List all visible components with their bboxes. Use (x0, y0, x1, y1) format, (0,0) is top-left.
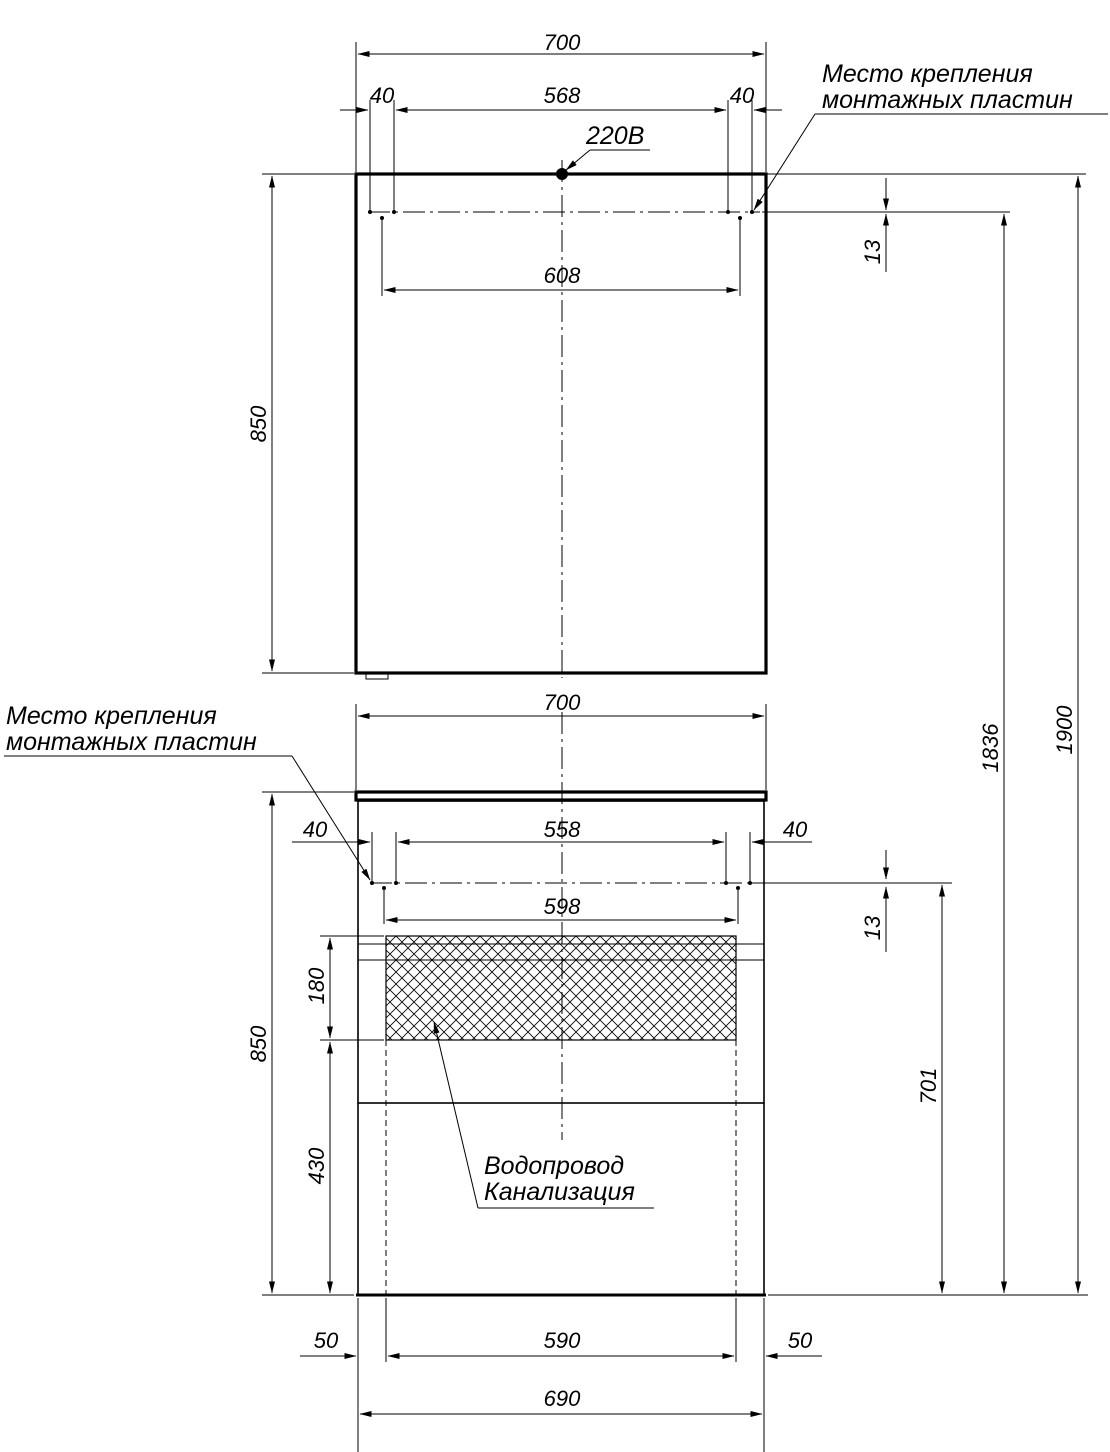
dim-leg-spacing-label: 590 (544, 1328, 581, 1353)
plate-hole (394, 881, 398, 885)
dim-mirror-plate-span-label: 608 (544, 263, 581, 288)
dim-mirror-height-label: 850 (246, 405, 271, 442)
mirror-plate-callout: Место крепления монтажных пластин (753, 60, 1108, 211)
socket-label: 220В (585, 122, 644, 150)
dim-mirror-width: 700 (355, 30, 767, 172)
dim-vanity-plate-floor: 701 (916, 884, 945, 1294)
mirror-cabinet-foot (365, 672, 389, 680)
overall-dimensions: 1836 1900 (768, 173, 1088, 1296)
dim-vanity-width-label: 700 (544, 690, 581, 715)
dim-vanity-plate-left-label: 40 (303, 817, 328, 842)
dim-mirror-plates: 40 568 40 (340, 83, 782, 210)
socket-callout: 220В (565, 122, 650, 171)
dim-mirror-plate-right-label: 40 (730, 83, 755, 108)
dim-leg-left-label: 50 (314, 1328, 339, 1353)
dim-vanity-plate-right-label: 40 (783, 817, 808, 842)
dim-utility-zone-height-label: 180 (304, 967, 329, 1004)
dim-mirror-plate-depth-label: 13 (860, 239, 885, 264)
vanity-plate-callout: Место крепления монтажных пластин (4, 702, 371, 881)
vanity: 700 40 558 40 598 Место крепления (4, 690, 952, 1452)
vanity-cabinet (357, 800, 765, 1104)
dim-utility-zone-floor-label: 430 (304, 1147, 329, 1184)
mirror-cabinet-outline (354, 172, 768, 675)
dim-vanity-plate-floor-label: 701 (916, 1068, 941, 1105)
plate-hole (370, 881, 374, 885)
utility-zone-hatch (385, 935, 737, 1041)
mirror-plate-note-line2: монтажных пластин (822, 86, 1073, 114)
dim-vanity-plate-depth-label: 13 (860, 915, 885, 940)
dim-vanity-plates: 40 558 40 (292, 817, 812, 881)
dim-mirror-width-label: 700 (544, 30, 581, 55)
socket-point (556, 168, 568, 180)
dim-mirror-plate-left-label: 40 (370, 83, 395, 108)
dim-vanity-plate-depth: 13 (752, 850, 952, 952)
dim-vanity-plate-span-label: 598 (544, 894, 581, 919)
dim-leg-right-label: 50 (788, 1328, 813, 1353)
dim-vanity-plate-spacing-label: 558 (544, 817, 581, 842)
plate-hole (368, 210, 372, 214)
utility-note-line2: Канализация (484, 1178, 635, 1206)
dim-vanity-height: 850 (246, 791, 354, 1296)
plate-hole (724, 881, 728, 885)
plate-hole (392, 210, 396, 214)
vanity-countertop (354, 790, 768, 802)
vanity-plate-note-line1: Место крепления (6, 702, 217, 730)
dim-utility-zone: 180 430 (304, 935, 384, 1294)
dim-vanity-base-label: 690 (544, 1386, 581, 1411)
utility-note-line1: Водопровод (484, 1152, 624, 1180)
dim-mirror-height: 850 (246, 173, 354, 674)
vanity-plate-note-line2: монтажных пластин (6, 728, 257, 756)
plate-hole (750, 210, 754, 214)
dim-vanity-plate-span: 598 (383, 888, 739, 924)
dim-vanity-width: 700 (355, 690, 767, 790)
mirror-plate-note-line1: Место крепления (822, 60, 1033, 88)
dim-overall-total-label: 1900 (1052, 705, 1077, 755)
plate-hole (726, 210, 730, 214)
dim-vanity-height-label: 850 (246, 1025, 271, 1062)
dim-vanity-base: 690 (359, 1386, 763, 1417)
plate-hole (748, 881, 752, 885)
mirror-cabinet: 700 40 568 40 608 220В (246, 30, 1108, 680)
dim-overall-plate-label: 1836 (978, 723, 1003, 773)
dim-mirror-plate-spacing-label: 568 (544, 83, 581, 108)
utility-callout: Водопровод Канализация (433, 1021, 654, 1209)
dim-vanity-legs: 50 590 50 (300, 1298, 822, 1452)
dim-mirror-plate-depth: 13 (762, 173, 1010, 272)
dim-mirror-plate-span: 608 (381, 218, 741, 296)
